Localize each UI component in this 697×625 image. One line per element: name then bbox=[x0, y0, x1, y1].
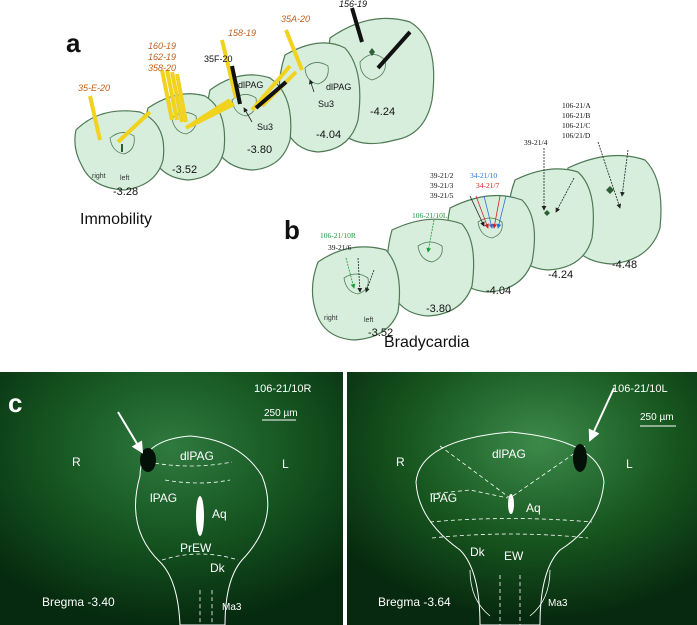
c-left-prew: PrEW bbox=[180, 541, 212, 555]
micrograph-right bbox=[347, 372, 697, 625]
label-b-g1: 106-21/10R bbox=[320, 231, 356, 240]
c-right-bregma: Bregma -3.64 bbox=[378, 595, 451, 609]
arrow-su3-b bbox=[308, 79, 315, 93]
caption-immobility: Immobility bbox=[80, 211, 152, 228]
label-su3-2: Su3 bbox=[318, 99, 334, 109]
black-tracks bbox=[230, 7, 412, 110]
section-b2 bbox=[386, 218, 475, 317]
panel-c-letter: c bbox=[8, 388, 22, 418]
arrow-su3-a bbox=[243, 107, 253, 123]
c-right-L: L bbox=[626, 457, 633, 471]
c-right-id: 106-21/10L bbox=[612, 383, 668, 395]
label-35a20: 35A-20 bbox=[281, 14, 310, 24]
c-right-dk: Dk bbox=[470, 545, 486, 559]
panel-b-letter: b bbox=[284, 215, 300, 245]
label-358: 358-20 bbox=[148, 63, 176, 73]
c-right-dlpag: dlPAG bbox=[492, 447, 526, 461]
arrows-b bbox=[345, 141, 629, 293]
bregma-b-5: -4.48 bbox=[612, 259, 637, 271]
label-dlpag-2: dlPAG bbox=[326, 82, 351, 92]
c-left-ma3: Ma3 bbox=[222, 602, 242, 613]
caption-bradycardia: Bradycardia bbox=[384, 334, 469, 351]
bregma-a-2: -3.52 bbox=[172, 164, 197, 176]
panel-c: c 106-21/10R 250 µm R L dlPAG lPAG Aq Pr… bbox=[0, 372, 697, 625]
label-dlpag-1: dlPAG bbox=[238, 80, 263, 90]
label-b-k5: 39-21/4 bbox=[524, 138, 548, 147]
c-right-R: R bbox=[396, 455, 405, 469]
label-b-k3: 39-21/3 bbox=[430, 181, 454, 190]
c-right-aq: Aq bbox=[526, 501, 541, 515]
bregma-a-4: -4.04 bbox=[316, 129, 341, 141]
c-left-L: L bbox=[282, 457, 289, 471]
label-b-red: 34-21/7 bbox=[476, 181, 500, 190]
c-left-dk: Dk bbox=[210, 561, 226, 575]
panel-a-letter: a bbox=[66, 28, 81, 58]
label-b-d1: 106-21/A bbox=[562, 101, 591, 110]
label-b-g2: 106-21/10L bbox=[412, 211, 448, 220]
label-b-d2: 106-21/B bbox=[562, 111, 590, 120]
bregma-a-1: -3.28 bbox=[113, 186, 138, 198]
bregma-b-2: -3.80 bbox=[426, 303, 451, 315]
c-right-ew: EW bbox=[504, 549, 524, 563]
panel-a: a bbox=[66, 0, 435, 228]
yellow-tracks bbox=[88, 29, 304, 144]
bregma-b-4: -4.24 bbox=[548, 269, 573, 281]
c-right-lpag: lPAG bbox=[430, 491, 457, 505]
c-left-aq: Aq bbox=[212, 507, 227, 521]
label-b-k2: 39-21/2 bbox=[430, 171, 454, 180]
label-158: 158-19 bbox=[228, 28, 256, 38]
bregma-a-3: -3.80 bbox=[247, 144, 272, 156]
label-b-d4: 106/21/D bbox=[562, 131, 591, 140]
label-b-k4: 39-21/5 bbox=[430, 191, 454, 200]
c-left-dlpag: dlPAG bbox=[180, 449, 214, 463]
label-b-blue: 34-21/10 bbox=[470, 171, 497, 180]
bregma-a-5: -4.24 bbox=[370, 106, 395, 118]
label-162: 162-19 bbox=[148, 52, 176, 62]
label-b-d3: 106-21/C bbox=[562, 121, 590, 130]
bregma-b-1: -3.52 bbox=[368, 327, 393, 339]
section-b1 bbox=[311, 246, 401, 341]
c-left-lpag: lPAG bbox=[150, 491, 177, 505]
c-right-ma3: Ma3 bbox=[548, 598, 568, 609]
micrograph-left bbox=[0, 372, 343, 625]
side-right-b: right bbox=[324, 315, 338, 322]
label-b-k1: 39-21/6 bbox=[328, 243, 352, 252]
label-35f20: 35F-20 bbox=[204, 54, 233, 64]
side-right-a: right bbox=[92, 173, 106, 180]
panel-b: b bbox=[284, 101, 662, 351]
label-su3-1: Su3 bbox=[257, 122, 273, 132]
c-right-scale: 250 µm bbox=[640, 412, 674, 423]
c-left-bregma: Bregma -3.40 bbox=[42, 595, 115, 609]
c-left-scale: 250 µm bbox=[264, 408, 298, 419]
bregma-b-3: -4.04 bbox=[486, 285, 511, 297]
label-160: 160-19 bbox=[148, 41, 176, 51]
label-35e20: 35-E-20 bbox=[78, 83, 110, 93]
label-156: 156-19 bbox=[339, 0, 367, 9]
panel-c-divider bbox=[343, 372, 347, 625]
side-left-b: left bbox=[364, 317, 373, 324]
c-left-id: 106-21/10R bbox=[254, 383, 312, 395]
side-left-a: left bbox=[120, 175, 129, 182]
c-left-R: R bbox=[72, 455, 81, 469]
